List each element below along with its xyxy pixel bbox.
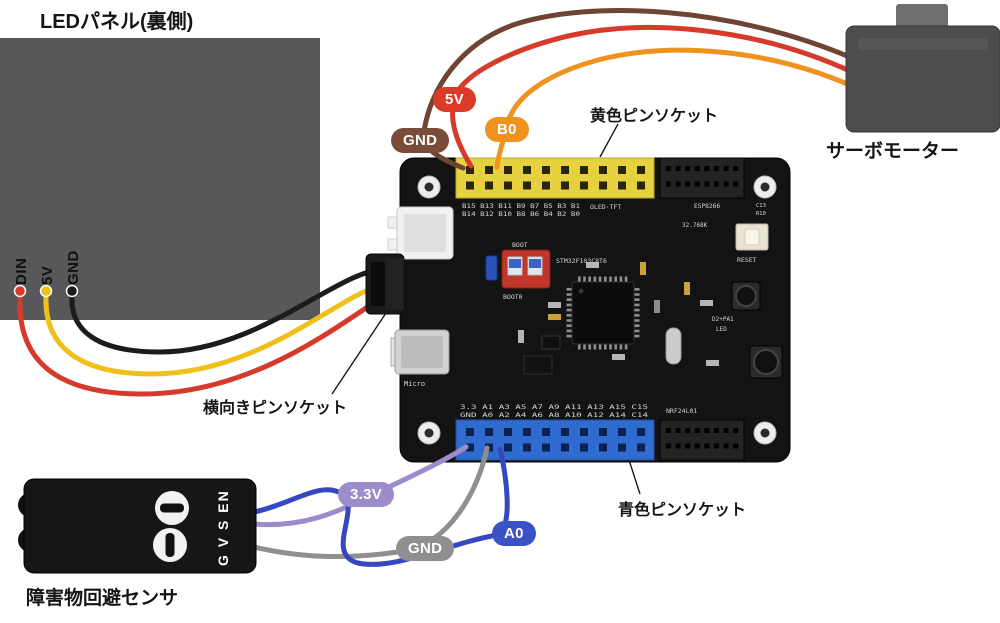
wire-tag-servo-5v: 5V	[433, 87, 476, 112]
wire-tag-servo-gnd: GND	[391, 128, 450, 153]
silk-nrf: NRF24L01	[666, 407, 697, 415]
led-pin-dot-5v	[39, 284, 53, 298]
silk-boot0: BOOT0	[503, 293, 523, 301]
silk-oled: OLED·TFT	[590, 203, 621, 211]
mcu-chip	[566, 276, 640, 350]
top-black-pin-grid	[659, 157, 745, 199]
white-connector	[387, 206, 454, 260]
side-pin-socket	[365, 253, 405, 315]
silk-reset: RESET	[737, 256, 757, 264]
silk-r10: R10	[756, 211, 766, 217]
wire-tag-sensor-gnd: GND	[396, 536, 455, 561]
led-panel-pins: DIN 5V GND	[13, 250, 82, 298]
sensor-pins-label: G V S EN	[215, 489, 231, 566]
obstacle-sensor: G V S EN	[18, 478, 257, 574]
silk-d2pa1: D2+PA1	[712, 316, 734, 323]
side-socket-note: 横向きピンソケット	[203, 400, 348, 417]
wire-tag-sensor-33v: 3.3V	[338, 482, 395, 507]
led-pin-dot-din	[13, 284, 27, 298]
micro-usb-port	[390, 329, 450, 375]
crystal-oscillator	[665, 327, 682, 365]
silk-led: LED	[716, 326, 727, 333]
servo-wires	[421, 7, 855, 171]
mounting-holes	[417, 175, 777, 445]
silk-xtal: 32.768K	[682, 222, 708, 229]
annotation-leader-lines	[331, 123, 641, 495]
blue-socket-note: 青色ピンソケット	[618, 502, 747, 519]
servo-motor	[845, 4, 1000, 133]
user-button-1	[731, 281, 761, 311]
board-passives	[518, 262, 719, 375]
servo-label: サーボモーター	[826, 141, 960, 162]
yellow-socket-note: 黄色ピンソケット	[590, 108, 719, 125]
reset-button	[735, 223, 769, 251]
led-panel	[0, 38, 320, 320]
silk-pin-row-a1: 3.3 A1 A3 A5 A7 A9 A11 A13 A15 C15	[460, 404, 648, 411]
mcu-board: B15 B13 B11 B9 B7 B5 B3 B1 B14 B12 B10 B…	[387, 157, 791, 463]
wire-servo-5v-red	[450, 25, 855, 169]
leader-yellow-socket	[599, 123, 619, 158]
led-panel-wires	[17, 267, 381, 397]
led-pin-dot-gnd	[65, 284, 79, 298]
silk-pin-row-b2: B14 B12 B10 B8 B6 B4 B2 B0	[462, 211, 580, 218]
bottom-black-pin-grid	[659, 419, 745, 461]
blue-pin-socket	[455, 419, 655, 461]
silk-boot: BOOT	[512, 241, 528, 249]
led-pin-label-din: DIN	[13, 258, 30, 285]
leader-blue-socket	[628, 459, 641, 495]
board-silkscreen: B15 B13 B11 B9 B7 B5 B3 B1 B14 B12 B10 B…	[404, 203, 766, 419]
silk-c13: C13	[756, 203, 766, 209]
wire-servo-gnd-brown	[421, 7, 855, 171]
yellow-pin-socket	[455, 157, 655, 199]
wire-led-gnd-black	[69, 267, 381, 355]
wire-tag-sensor-a0: A0	[492, 521, 536, 546]
user-button-2	[749, 345, 783, 379]
wire-tag-servo-b0: B0	[485, 117, 529, 142]
wire-led-din-red	[17, 293, 381, 397]
leader-side-socket	[331, 303, 393, 395]
silk-micro: Micro	[404, 380, 425, 388]
silk-pin-row-b1: B15 B13 B11 B9 B7 B5 B3 B1	[462, 203, 580, 210]
silk-mcu: STM32F103C8T6	[556, 257, 607, 265]
led-pin-label-gnd: GND	[65, 250, 82, 285]
sensor-label: 障害物回避センサ	[26, 588, 179, 609]
silk-esp: ESP8266	[694, 203, 720, 210]
led-pin-label-5v: 5V	[39, 266, 56, 285]
wire-led-5v-yellow	[43, 283, 381, 377]
silk-pin-row-a2: GND A0 A2 A4 A6 A8 A10 A12 A14 C14	[460, 412, 648, 419]
led-panel-title: LEDパネル(裏側)	[40, 11, 194, 33]
boot-dip-switch	[485, 249, 551, 289]
